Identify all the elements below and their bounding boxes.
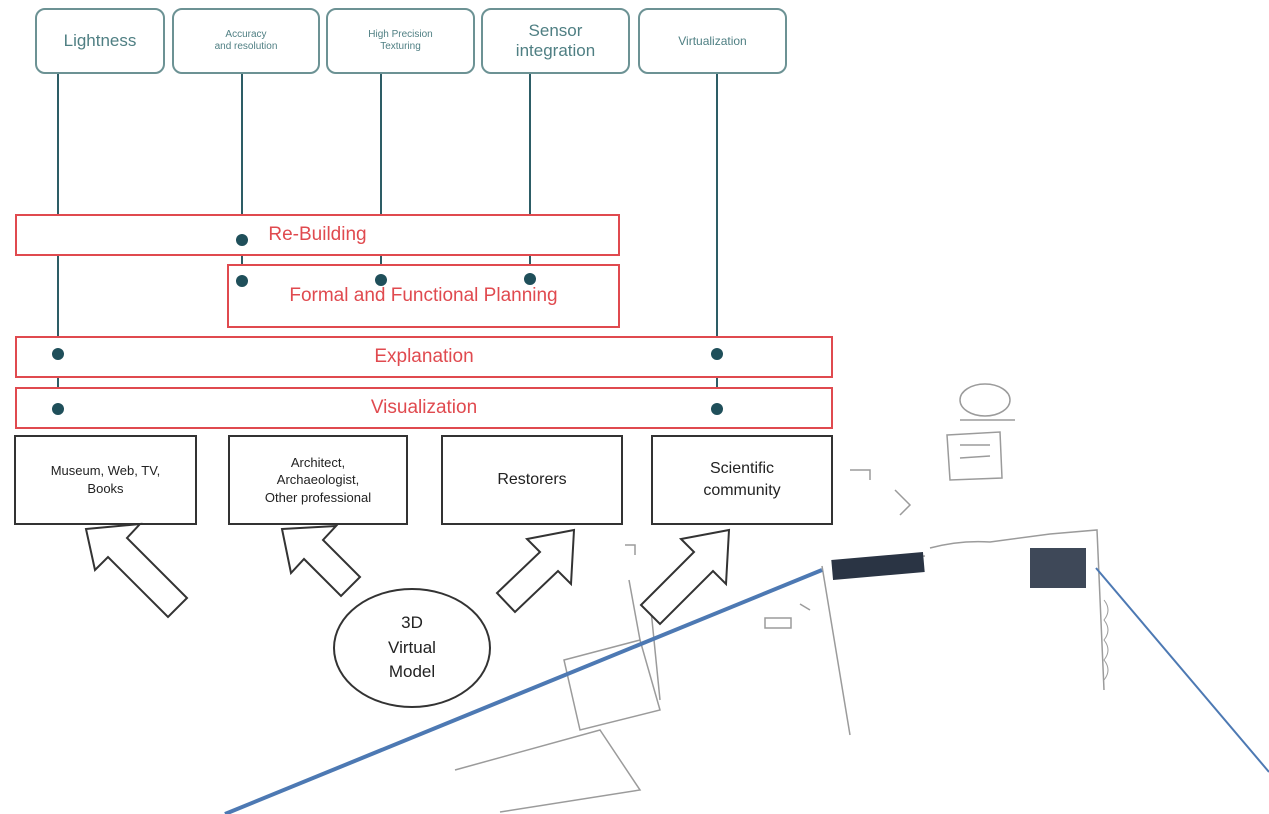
bar-rebuilding: Re-Building <box>15 214 620 256</box>
dot-explanation-lightness <box>52 348 64 360</box>
dot-explanation-virtualization <box>711 348 723 360</box>
box-accuracy-resolution: Accuracy and resolution <box>172 8 320 74</box>
arrow-to-restorers <box>495 528 576 614</box>
dot-planning-accuracy <box>236 275 248 287</box>
arrow-to-architect <box>280 524 362 598</box>
box-lightness: Lightness <box>35 8 165 74</box>
dot-planning-texturing <box>375 274 387 286</box>
box-high-precision-texturing: High Precision Texturing <box>326 8 475 74</box>
box-scientific-community: Scientific community <box>651 435 833 525</box>
bar-visualization: Visualization <box>15 387 833 429</box>
blue-line-right <box>1095 567 1269 773</box>
box-architect-archaeologist: Architect, Archaeologist, Other professi… <box>228 435 408 525</box>
dot-planning-sensor <box>524 273 536 285</box>
dark-panel-left <box>831 552 925 580</box>
floor-plan-sketch <box>454 383 1109 813</box>
ellipse-3d-virtual-model: 3D Virtual Model <box>333 588 491 708</box>
box-restorers: Restorers <box>441 435 623 525</box>
arrow-to-museum <box>84 522 189 619</box>
bar-explanation: Explanation <box>15 336 833 378</box>
arrow-to-scientific <box>639 528 731 626</box>
dot-visualization-virtualization <box>711 403 723 415</box>
arrows <box>84 522 731 626</box>
line-virtualization <box>716 74 718 410</box>
line-sensor <box>529 74 531 282</box>
dot-rebuilding-accuracy <box>236 234 248 246</box>
box-museum-web-tv-books: Museum, Web, TV, Books <box>14 435 197 525</box>
blue-line-left <box>224 568 823 814</box>
bar-formal-functional-planning: Formal and Functional Planning <box>227 264 620 328</box>
dot-visualization-lightness <box>52 403 64 415</box>
dark-panel-right <box>1030 548 1086 588</box>
line-accuracy <box>241 74 243 282</box>
box-virtualization: Virtualization <box>638 8 787 74</box>
line-texturing <box>380 74 382 282</box>
box-sensor-integration: Sensor integration <box>481 8 630 74</box>
